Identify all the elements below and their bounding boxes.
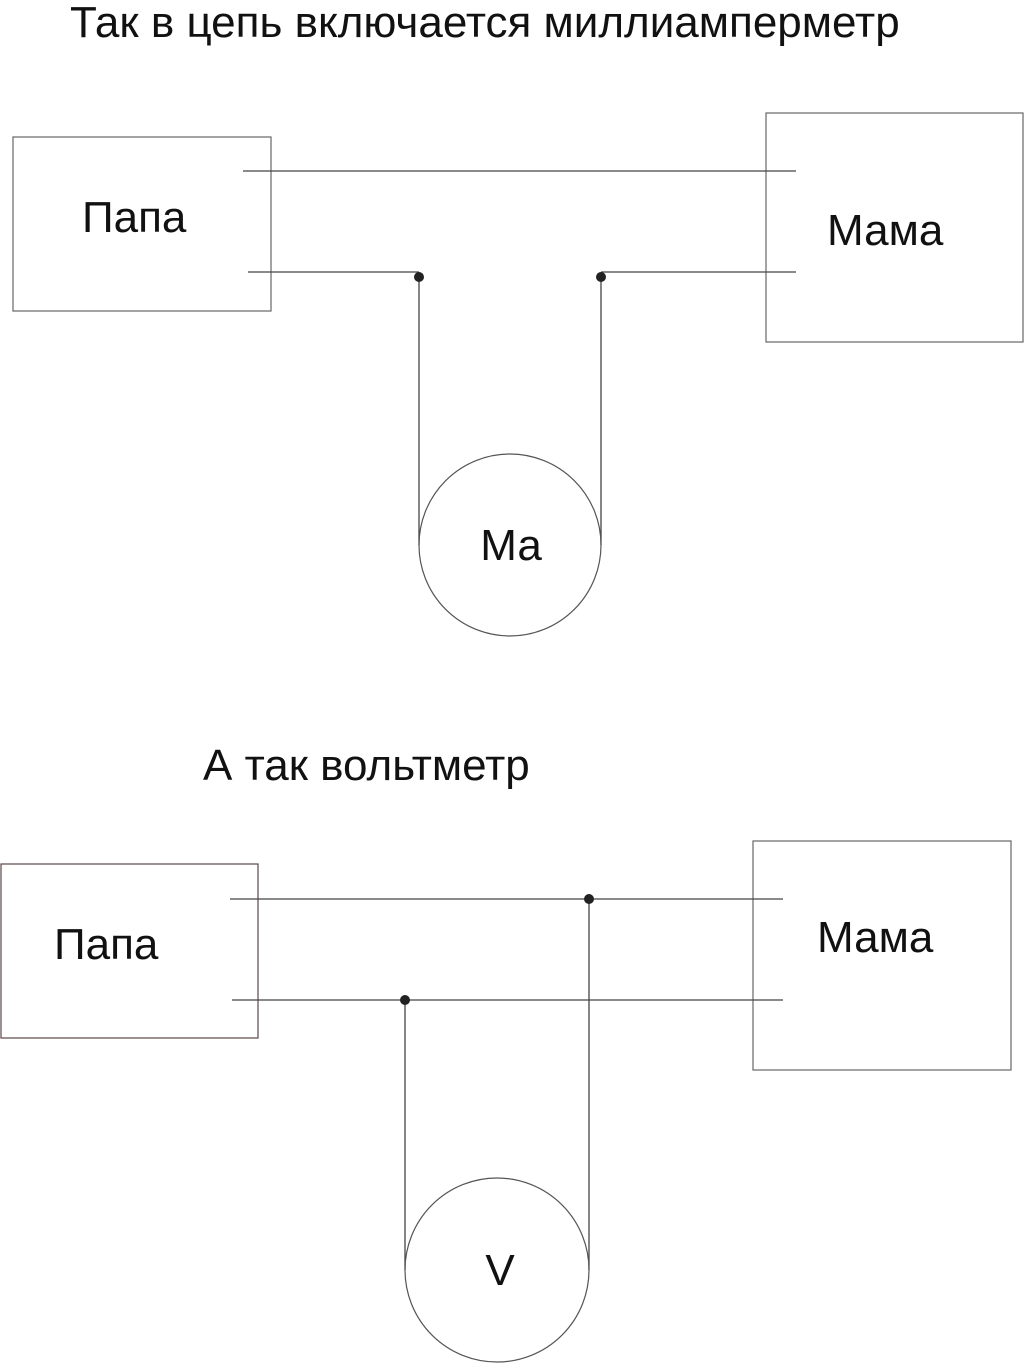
diagram1-title: Так в цепь включается миллиамперметр	[70, 0, 900, 47]
papa-label: Папа	[54, 920, 159, 969]
voltmeter-label: V	[485, 1246, 515, 1295]
mama-label: Мама	[817, 913, 934, 962]
diagram2-title: А так вольтметр	[203, 741, 530, 790]
milliammeter-label: Ма	[480, 521, 542, 570]
voltmeter-diagram: А так вольтметр Папа Мама V	[0, 741, 1012, 1363]
junction-dot	[584, 894, 594, 904]
papa-label: Папа	[82, 193, 187, 242]
voltmeter-symbol	[404, 1177, 590, 1363]
papa-box	[12, 136, 272, 312]
junction-dot	[414, 272, 424, 282]
junction-dot	[596, 272, 606, 282]
milliammeter-symbol	[418, 453, 602, 637]
milliammeter-diagram: Так в цепь включается миллиамперметр Пап…	[12, 0, 1024, 637]
mama-box	[765, 112, 1024, 343]
mama-box	[752, 840, 1012, 1071]
junction-dot	[400, 995, 410, 1005]
mama-label: Мама	[827, 206, 944, 255]
papa-box	[0, 863, 259, 1039]
